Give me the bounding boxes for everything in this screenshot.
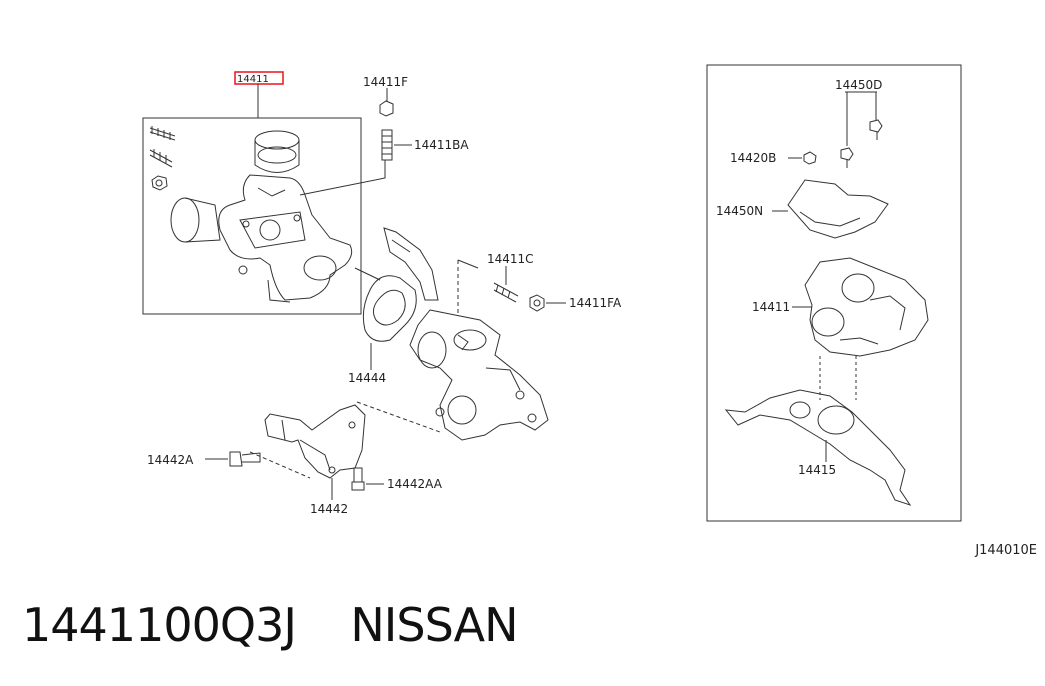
label-14420B[interactable]: 14420B — [730, 151, 776, 165]
heat-shield-upper — [383, 227, 439, 301]
turbo-assembly-frame — [142, 117, 362, 315]
label-14411F[interactable]: 14411F — [363, 75, 408, 89]
bolt-14442A — [205, 451, 261, 467]
label-14444[interactable]: 14444 — [348, 371, 386, 385]
label-14415[interactable]: 14415 — [798, 463, 836, 477]
label-14411BA[interactable]: 14411BA — [414, 138, 469, 152]
label-14450N[interactable]: 14450N — [716, 204, 763, 218]
label-14411-highlight[interactable]: 14411 — [237, 74, 269, 85]
label-14442A[interactable]: 14442A — [147, 453, 194, 467]
studs-and-nut — [149, 126, 176, 191]
label-14411FA[interactable]: 14411FA — [569, 296, 622, 310]
label-14442[interactable]: 14442 — [310, 502, 348, 516]
inset-frame — [706, 64, 962, 522]
inset-bolts-14450D — [840, 91, 883, 168]
bolt-14442AA — [351, 467, 384, 491]
inset-turbocharger — [792, 257, 929, 357]
part-14411-highlight-box[interactable] — [234, 71, 284, 85]
label-14450D[interactable]: 14450D — [835, 78, 882, 92]
inset-manifold-14415 — [724, 389, 912, 506]
label-14442AA[interactable]: 14442AA — [387, 477, 443, 491]
inset-nut-14420B — [788, 151, 817, 165]
exhaust-manifold — [409, 309, 549, 441]
label-14411C[interactable]: 14411C — [487, 252, 534, 266]
bracket-14442 — [264, 404, 366, 500]
diagram-code: J144010E — [975, 543, 1037, 558]
inset-heat-shield-14450N — [772, 179, 889, 239]
nut-14411FA — [529, 294, 566, 312]
stud-14411C — [493, 266, 519, 303]
label-14411-inset[interactable]: 14411 — [752, 300, 790, 314]
gasket-14444 — [354, 267, 417, 370]
part-number-caption: 1441100Q3J NISSAN — [22, 598, 519, 652]
nut-14411F — [379, 88, 412, 161]
turbocharger-drawing — [170, 130, 353, 303]
